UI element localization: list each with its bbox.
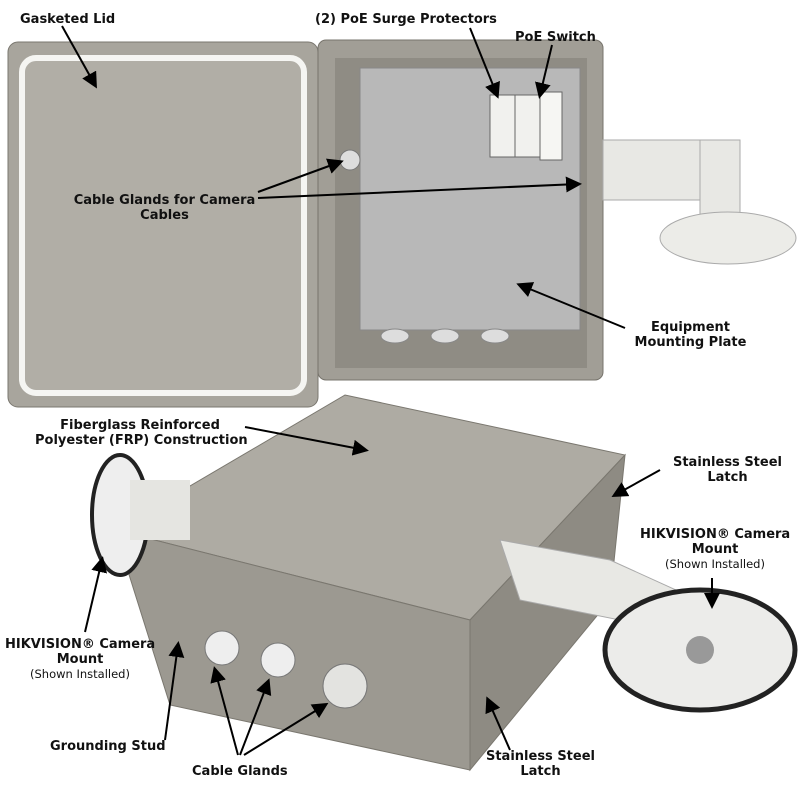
gasketed-lid (7, 41, 319, 408)
camera-mount-top (602, 139, 797, 265)
camera-mount-left (90, 453, 190, 577)
label-gasketed-lid: Gasketed Lid (20, 12, 116, 27)
poe-switch (539, 91, 563, 161)
closed-enclosure (113, 394, 626, 772)
label-surge-protectors: (2) PoE Surge Protectors (315, 12, 497, 27)
open-enclosure-body (317, 39, 604, 381)
label-poe-switch: PoE Switch (515, 30, 596, 45)
label-cable-glands: Cable Glands (192, 764, 288, 779)
cable-gland (339, 149, 361, 171)
camera-mount-right (499, 539, 798, 713)
annotation-arrows (61, 25, 720, 756)
label-grounding-stud: Grounding Stud (50, 739, 166, 754)
